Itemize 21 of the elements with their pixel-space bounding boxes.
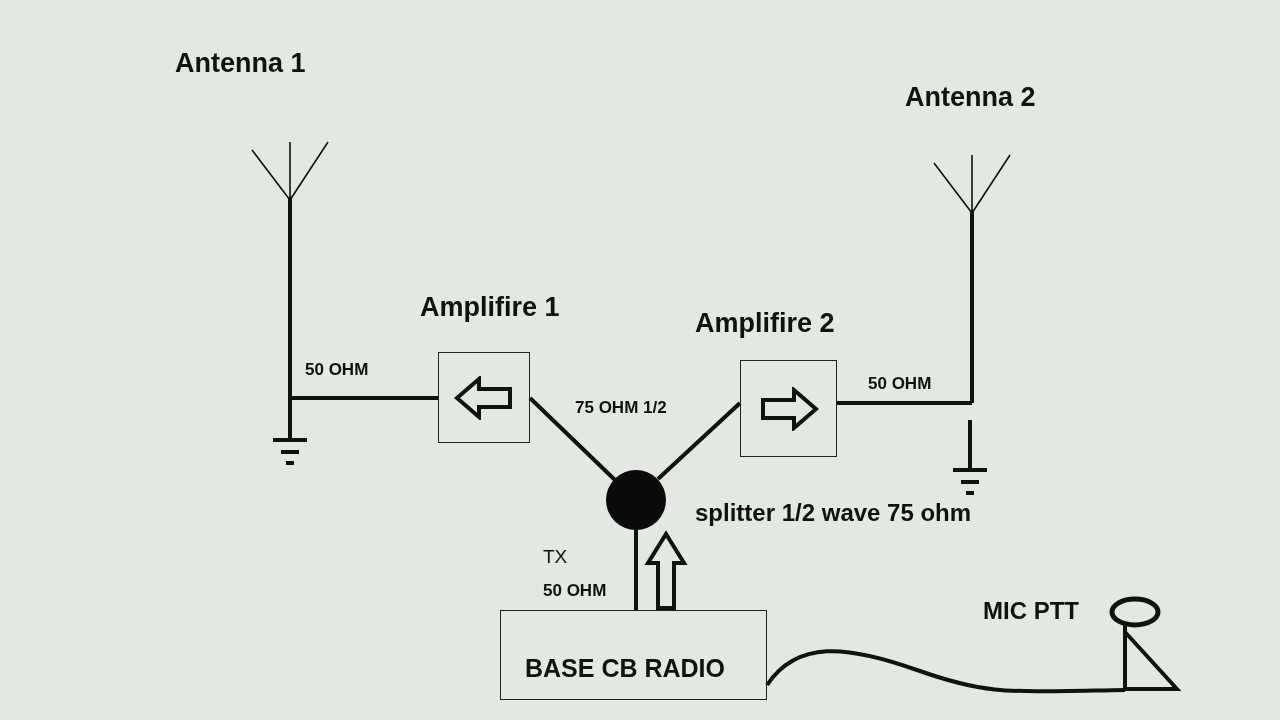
amplifier-title: Amplifire 1 [420,292,560,322]
radio-box [500,610,767,700]
antenna-title: Antenna 2 [905,82,1036,112]
signal-label: TX [543,547,568,567]
cable-label: 75 OHM 1/2 [575,398,667,418]
coax-cable [634,530,638,610]
radio-label: BASE CB RADIO [525,653,725,683]
coax-cable [656,401,742,481]
edge-label: 50 OHM [868,374,932,394]
microphone-cable [765,649,1126,694]
mic-label: MIC PTT [983,596,1079,626]
antenna-title: Antenna 1 [175,48,306,78]
edge-label: 50 OHM [305,360,369,380]
edge-label: 50 OHM [543,581,607,601]
coax-cable [837,401,974,405]
coax-cable [288,390,438,400]
splitter-dot [606,470,666,530]
coax-cable [528,396,617,482]
block-arrow [644,530,688,610]
amplifier-title: Amplifire 2 [695,308,835,338]
splitter-caption: splitter 1/2 wave 75 ohm [695,498,972,528]
